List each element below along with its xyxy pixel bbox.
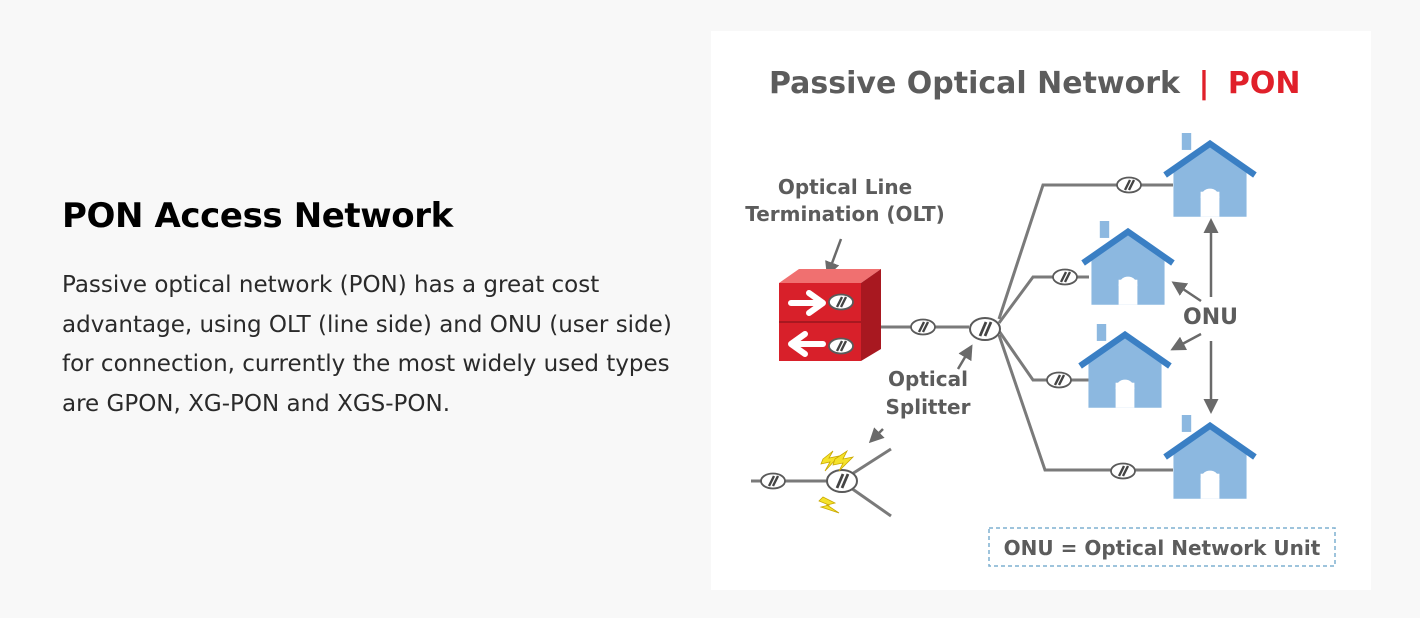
lightning-icon-top-2 — [832, 449, 855, 472]
section-paragraph: Passive optical network (PON) has a grea… — [62, 272, 672, 417]
drop-connector-2 — [1051, 268, 1079, 286]
house-icon-4 — [1165, 413, 1255, 499]
drop-connector-4 — [1109, 462, 1137, 480]
olt-label-line2: Termination (OLT) — [745, 202, 945, 226]
pon-diagram: Passive Optical Network | PON Optical Li… — [745, 66, 1336, 567]
onu-label: ONU — [1183, 305, 1238, 330]
drop-connector-1 — [1115, 176, 1143, 194]
splitter-example — [751, 447, 892, 518]
splitter-icon — [968, 316, 1002, 342]
pon-diagram-card: Passive Optical Network | PON Optical Li… — [711, 31, 1371, 590]
lightning-icon-bottom — [818, 496, 840, 514]
intro-section: PON Access Network Passive optical netwo… — [62, 196, 702, 424]
legend-box — [988, 527, 1336, 567]
house-icon-1 — [1165, 131, 1255, 217]
legend-text: ONU = Optical Network Unit — [1004, 536, 1321, 560]
olt-device — [779, 269, 881, 361]
splitter-pointer-arrow — [956, 344, 973, 370]
splitter-label-line2: Splitter — [886, 395, 971, 419]
splitter-example-arrow — [868, 427, 885, 444]
feeder-connector — [909, 318, 937, 336]
olt-pointer-arrow — [825, 238, 843, 277]
house-icon-3 — [1080, 322, 1170, 408]
splitter-label-line1: Optical — [888, 367, 968, 391]
diagram-title: Passive Optical Network | PON — [769, 66, 1300, 101]
diagram-title-main: Passive Optical Network — [769, 66, 1181, 101]
drop-connector-3 — [1045, 371, 1073, 389]
olt-label-line1: Optical Line — [778, 175, 912, 199]
diagram-title-accent: PON — [1228, 66, 1301, 101]
section-heading: PON Access Network — [62, 196, 453, 236]
lightning-icon-top — [820, 450, 841, 472]
diagram-title-separator: | — [1198, 66, 1209, 101]
distribution-fibers — [997, 183, 1173, 472]
onu-arrows — [1170, 218, 1219, 414]
house-icon-2 — [1083, 219, 1173, 305]
